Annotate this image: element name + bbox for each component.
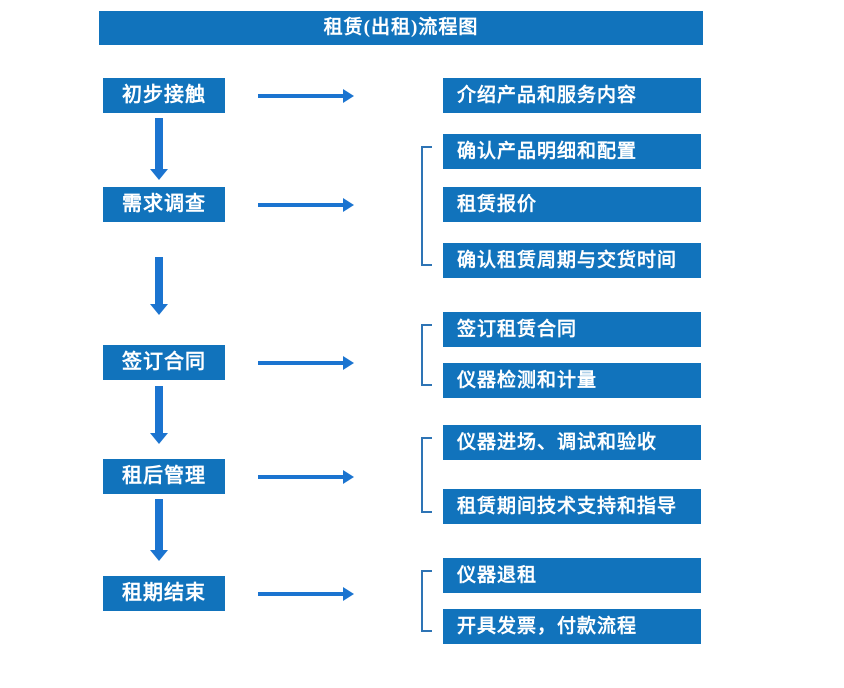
arrow-shaft	[155, 386, 163, 434]
arrow-head-icon	[343, 89, 354, 103]
right-arrow-icon-4	[258, 470, 354, 484]
arrow-head-icon	[150, 433, 168, 444]
detail-box-tech-support: 租赁期间技术支持和指导	[443, 489, 701, 524]
bracket-tick	[423, 630, 432, 632]
bracket-tick	[423, 324, 432, 326]
arrow-shaft	[258, 94, 345, 98]
arrow-head-icon	[150, 169, 168, 180]
detail-box-instrument-return: 仪器退租	[443, 558, 701, 593]
detail-box-confirm-config: 确认产品明细和配置	[443, 134, 701, 169]
detail-box-instrument-testing: 仪器检测和计量	[443, 363, 701, 398]
chart-title: 租赁(出租)流程图	[99, 11, 703, 45]
down-arrow-icon-2	[150, 257, 168, 315]
group-bracket-rental-end	[421, 570, 432, 632]
right-arrow-icon-5	[258, 587, 354, 601]
arrow-shaft	[155, 257, 163, 305]
stage-box-sign-contract: 签订合同	[103, 345, 225, 380]
group-bracket-demand-survey	[421, 146, 432, 266]
arrow-shaft	[155, 118, 163, 170]
arrow-head-icon	[343, 356, 354, 370]
stage-box-rental-end: 租期结束	[103, 576, 225, 611]
arrow-shaft	[155, 499, 163, 551]
detail-box-confirm-period: 确认租赁周期与交货时间	[443, 243, 701, 278]
right-arrow-icon-2	[258, 198, 354, 212]
detail-box-sign-rental-contract: 签订租赁合同	[443, 312, 701, 347]
group-bracket-post-rental	[421, 437, 432, 513]
bracket-tick	[423, 570, 432, 572]
detail-box-instrument-setup: 仪器进场、调试和验收	[443, 425, 701, 460]
detail-box-invoice-payment: 开具发票，付款流程	[443, 609, 701, 644]
arrow-shaft	[258, 203, 345, 207]
down-arrow-icon-4	[150, 499, 168, 561]
bracket-tick	[423, 511, 432, 513]
arrow-head-icon	[150, 304, 168, 315]
arrow-head-icon	[343, 470, 354, 484]
right-arrow-icon-1	[258, 89, 354, 103]
detail-box-intro-products: 介绍产品和服务内容	[443, 78, 701, 113]
stage-box-demand-survey: 需求调查	[103, 187, 225, 222]
bracket-tick	[423, 384, 432, 386]
arrow-shaft	[258, 592, 345, 596]
stage-box-post-rental: 租后管理	[103, 459, 225, 494]
down-arrow-icon-3	[150, 386, 168, 444]
stage-box-initial-contact: 初步接触	[103, 78, 225, 113]
arrow-shaft	[258, 475, 345, 479]
arrow-head-icon	[343, 198, 354, 212]
bracket-tick	[423, 437, 432, 439]
arrow-shaft	[258, 361, 345, 365]
group-bracket-sign-contract	[421, 324, 432, 386]
down-arrow-icon-1	[150, 118, 168, 180]
right-arrow-icon-3	[258, 356, 354, 370]
bracket-tick	[423, 264, 432, 266]
detail-box-rental-quote: 租赁报价	[443, 187, 701, 222]
arrow-head-icon	[150, 550, 168, 561]
bracket-tick	[423, 146, 432, 148]
arrow-head-icon	[343, 587, 354, 601]
